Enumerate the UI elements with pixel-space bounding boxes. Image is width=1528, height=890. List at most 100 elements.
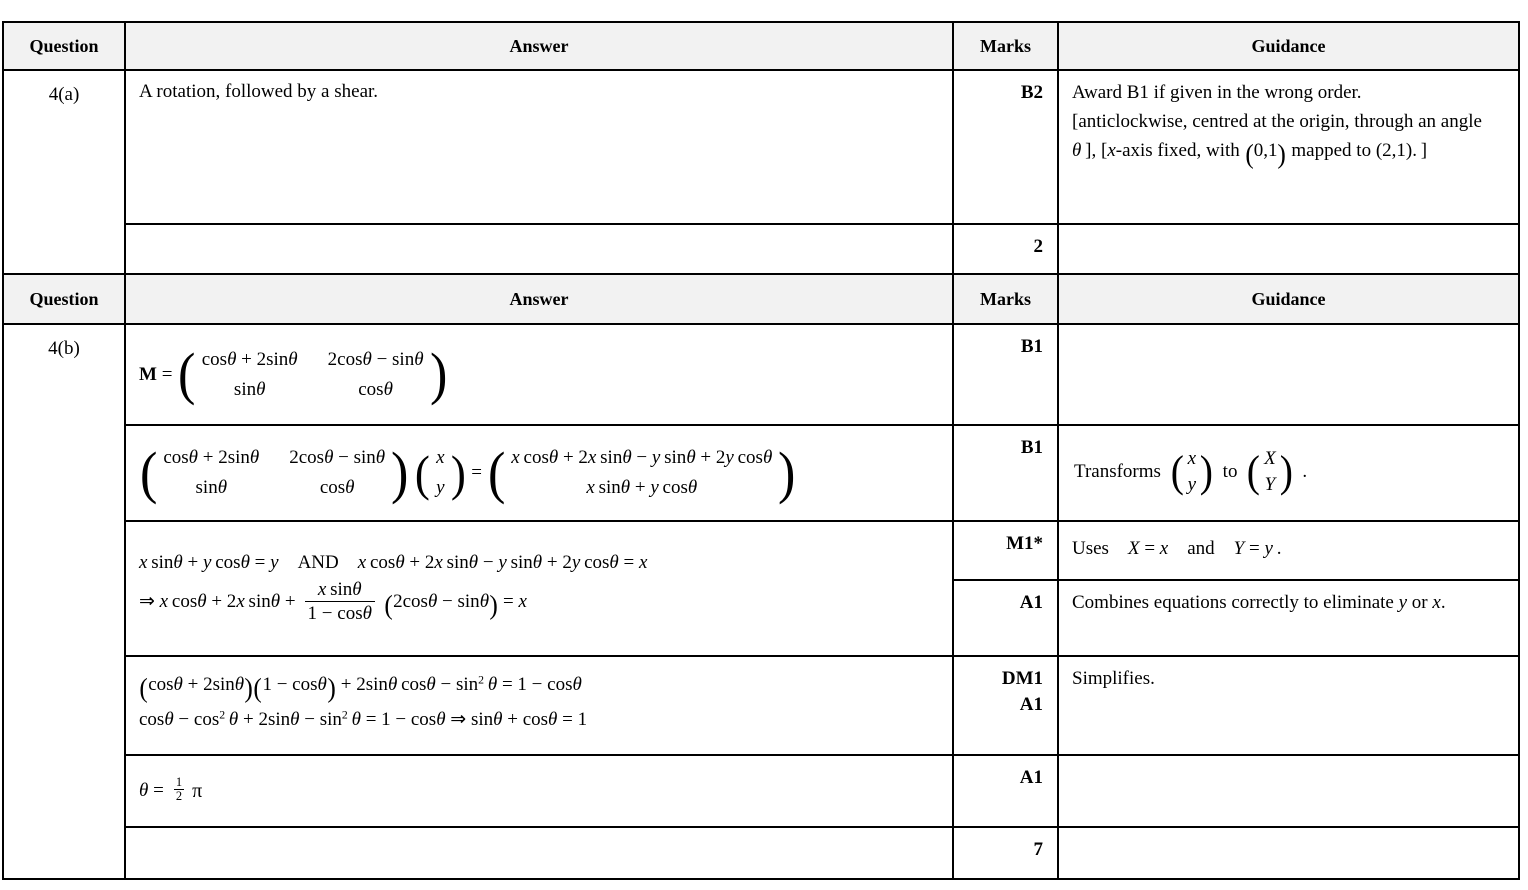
right-paren: ) (778, 439, 796, 505)
vector-cell: y (436, 477, 445, 498)
right-paren: ) (391, 439, 409, 505)
matrix-m: ( cosθ + 2sinθ 2cosθ − sinθ sinθ cosθ ) (177, 345, 447, 405)
guidance-text: . (1302, 460, 1308, 482)
vector-cell: x (436, 447, 445, 468)
answer-cell-4a: A rotation, followed by a shear. (124, 69, 954, 225)
guidance-cell-empty (1057, 754, 1520, 828)
fraction: x sinθ 1 − cosθ (304, 578, 375, 625)
matrix-cell: sinθ (233, 378, 266, 400)
header-answer: Answer (124, 21, 954, 71)
equation-line: (cosθ + 2sinθ)(1 − cosθ) + 2sinθ cosθ − … (139, 672, 582, 704)
header-marks: Marks (952, 21, 1059, 71)
header-answer: Answer (124, 273, 954, 325)
matrix-cell: 2cosθ − sinθ (289, 447, 386, 468)
guidance-cell-4a: Award B1 if given in the wrong order.[an… (1057, 69, 1520, 225)
matrix-cell: cosθ (358, 378, 393, 400)
header-guidance: Guidance (1057, 21, 1520, 71)
marks-total-4a: 2 (952, 223, 1059, 275)
marks-cell-4a: B2 (952, 69, 1059, 225)
right-paren: ) (429, 341, 447, 407)
left-paren: ( (1170, 447, 1184, 497)
row-4b-total: 7 (3, 826, 1520, 880)
guidance-cell-combines: Combines equations correctly to eliminat… (1057, 579, 1520, 657)
guidance-text: to (1222, 460, 1238, 482)
vector-cell: x (1187, 448, 1197, 469)
result-matrix: ( x cosθ + 2x sinθ − y sinθ + 2y cosθ x … (487, 443, 797, 503)
equation-segment: θ = (139, 780, 164, 801)
equation-segment: (2cosθ − sinθ) = x (384, 588, 527, 620)
header-question: Question (2, 21, 126, 71)
right-paren: ) (1279, 447, 1293, 497)
guidance-text: Transforms (1074, 460, 1161, 482)
mark-scheme-table-4b: Question Answer Marks Guidance 4(b) M = … (2, 273, 1520, 880)
equation-line: cosθ − cos2 θ + 2sinθ − sin2 θ = 1 − cos… (139, 708, 588, 730)
vector-XY: ( X Y ) (1246, 446, 1293, 498)
row-4b-simplify: (cosθ + 2sinθ)(1 − cosθ) + 2sinθ cosθ − … (3, 655, 1520, 756)
matrix-cell: cosθ + 2sinθ (163, 447, 260, 468)
vector-xy: ( x y ) (1170, 446, 1214, 498)
equation-line: x sinθ + y cosθ = y AND x cosθ + 2x sinθ… (139, 552, 648, 573)
fraction-numerator: x sinθ (317, 579, 362, 600)
left-paren: ( (178, 341, 196, 407)
equals-sign: = (471, 462, 482, 483)
row-4b-theta: θ = 1 2 π A1 (3, 754, 1520, 828)
marks-cell: B1 (952, 323, 1059, 426)
marks-cell: B1 (952, 424, 1059, 522)
vector-xy: ( x y ) (414, 443, 466, 503)
matrix-cell: cosθ + 2sinθ (201, 348, 298, 370)
answer-cell-combine: x sinθ + y cosθ = y AND x cosθ + 2x sinθ… (124, 520, 954, 657)
row-4b-combine: x sinθ + y cosθ = y AND x cosθ + 2x sinθ… (3, 520, 1520, 657)
header-marks: Marks (952, 273, 1059, 325)
marks-cell: M1* (952, 520, 1059, 581)
guidance-cell-simplifies: Simplifies. (1057, 655, 1520, 756)
matrix-m: ( cosθ + 2sinθ 2cosθ − sinθ sinθ cosθ ) (139, 443, 409, 503)
header-guidance: Guidance (1057, 273, 1520, 325)
vector-cell: X (1264, 448, 1276, 469)
matrix-cell: x cosθ + 2x sinθ − y sinθ + 2y cosθ (511, 447, 773, 468)
left-paren: ( (487, 439, 506, 505)
vector-cell: y (1187, 474, 1197, 495)
matrix-cell: cosθ (319, 477, 355, 498)
header-row: Question Answer Marks Guidance (2, 21, 1520, 71)
question-number-4a: 4(a) (2, 69, 126, 275)
guidance-cell-uses: Uses X = x and Y = y . (1057, 520, 1520, 581)
guidance-cell-empty (1057, 223, 1520, 275)
matrix-cell: 2cosθ − sinθ (327, 348, 424, 370)
vector-cell: Y (1264, 474, 1276, 495)
row-4a: 4(a) A rotation, followed by a shear. B2… (2, 69, 1520, 275)
row-4a-total: 2 (3, 223, 1520, 275)
guidance-cell-empty (1057, 323, 1520, 426)
guidance-cell-empty (1057, 826, 1520, 880)
guidance-cell-transforms: Transforms ( x y ) to ( X (1057, 424, 1520, 522)
answer-cell-empty (124, 223, 954, 275)
matrix-cell: sinθ (195, 477, 228, 498)
row-4b-matrix-m: 4(b) M = ( cosθ + 2sinθ 2cosθ − sinθ sin… (2, 323, 1520, 880)
row-4b-combine-a1: A1 Combines equations correctly to elimi… (3, 579, 1520, 657)
matrix-m-lhs: M = (139, 363, 173, 385)
header-row: Question Answer Marks Guidance (2, 273, 1520, 325)
fraction-denominator: 2 (173, 788, 185, 803)
marks-cell: A1 (952, 754, 1059, 828)
answer-cell-matrix-equation: ( cosθ + 2sinθ 2cosθ − sinθ sinθ cosθ ) … (124, 424, 954, 522)
question-number-4b: 4(b) (2, 323, 126, 880)
fraction-half: 1 2 (173, 774, 185, 803)
left-paren: ( (415, 444, 431, 501)
row-4b-matrix-equation: ( cosθ + 2sinθ 2cosθ − sinθ sinθ cosθ ) … (3, 424, 1520, 522)
equation-segment: ⇒ x cosθ + 2x sinθ + (139, 591, 296, 612)
pi-symbol: π (192, 779, 203, 802)
answer-cell-empty (124, 826, 954, 880)
left-paren: ( (1247, 447, 1261, 497)
left-paren: ( (139, 439, 158, 505)
fraction-numerator: 1 (175, 774, 183, 789)
mark-scheme-table-4a: Question Answer Marks Guidance 4(a) A ro… (2, 21, 1520, 275)
right-paren: ) (450, 444, 466, 501)
marks-cell: A1 (952, 579, 1059, 657)
right-paren: ) (1199, 447, 1213, 497)
answer-cell-theta: θ = 1 2 π (124, 754, 954, 828)
answer-cell-simplify: (cosθ + 2sinθ)(1 − cosθ) + 2sinθ cosθ − … (124, 655, 954, 756)
fraction-denominator: 1 − cosθ (304, 601, 375, 625)
header-question: Question (2, 273, 126, 325)
answer-cell-matrix-m: M = ( cosθ + 2sinθ 2cosθ − sinθ sinθ cos… (124, 323, 954, 426)
